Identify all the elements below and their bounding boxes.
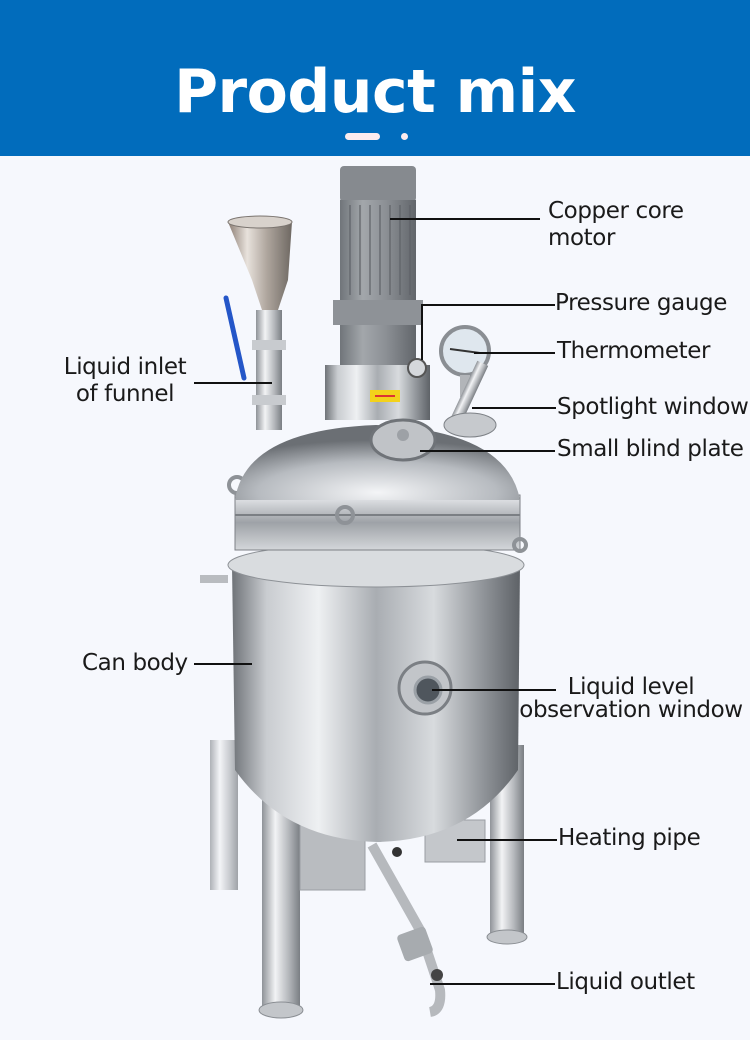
leader-thermometer — [474, 352, 555, 354]
label-line-2: of funnel — [75, 381, 175, 407]
label-can-body: Can body — [82, 650, 188, 676]
can-body-shape — [232, 565, 520, 842]
label-spotlight-window: Spotlight window — [557, 394, 749, 420]
leader-spotlight-window — [472, 407, 556, 409]
leader-pressure-gauge-vertical — [421, 304, 423, 360]
leader-copper-core-motor — [390, 218, 540, 220]
leader-liquid-outlet — [430, 983, 555, 985]
leader-small-blind-plate — [420, 450, 555, 452]
leader-can-body — [194, 663, 252, 665]
funnel-shape — [228, 222, 292, 310]
tank-lid — [235, 425, 520, 500]
label-liquid-inlet-of-funnel: Liquid inlet of funnel — [58, 354, 192, 408]
label-small-blind-plate: Small blind plate — [557, 436, 744, 462]
label-heating-pipe: Heating pipe — [558, 825, 701, 851]
title-underline-dot — [401, 133, 408, 140]
page-title: Product mix — [174, 57, 576, 127]
label-line-2: motor — [548, 225, 616, 251]
valve-handle — [223, 295, 247, 381]
label-line-2: observation window — [519, 697, 743, 723]
label-line-1: Liquid inlet — [63, 354, 187, 380]
product-diagram: Copper core motor Pressure gauge Thermom… — [0, 156, 750, 1040]
label-line-1: Liquid level — [567, 674, 695, 700]
title-underline-bar — [345, 133, 380, 140]
leader-pressure-gauge — [421, 304, 555, 306]
leader-liquid-level-window — [432, 689, 556, 691]
leg-front-left — [262, 785, 300, 1010]
label-thermometer: Thermometer — [557, 338, 711, 364]
label-liquid-level-observation-window: Liquid level observation window — [519, 676, 743, 722]
motor-fins — [340, 200, 416, 300]
mixing-tank-illustration — [200, 166, 528, 1019]
label-line-1: Copper core — [548, 198, 684, 224]
motor-cap — [340, 166, 416, 202]
label-copper-core-motor: Copper core motor — [548, 198, 684, 252]
spotlight-tube — [447, 360, 489, 430]
label-liquid-outlet: Liquid outlet — [556, 969, 695, 995]
label-pressure-gauge: Pressure gauge — [555, 290, 727, 316]
leader-liquid-inlet — [194, 382, 272, 384]
header-banner: Product mix — [0, 0, 750, 156]
leader-heating-pipe — [457, 839, 557, 841]
